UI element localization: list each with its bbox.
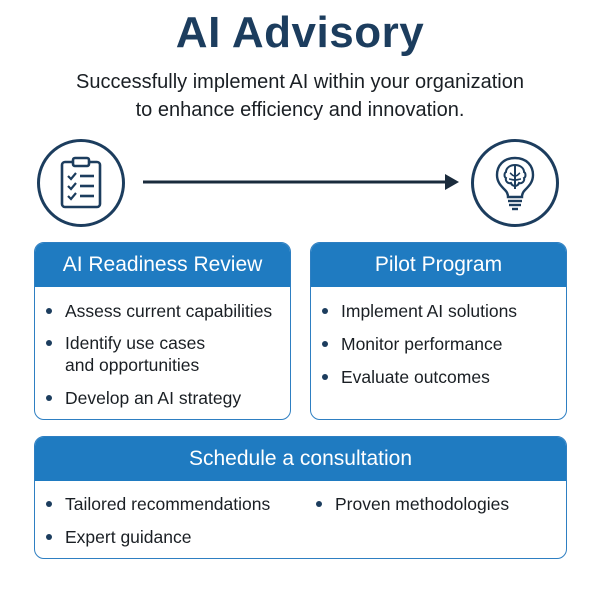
list-item: Evaluate outcomes (311, 366, 517, 388)
clipboard-checklist-icon (37, 139, 125, 227)
arrow-right-icon (143, 174, 459, 190)
list-item: Expert guidance (35, 526, 270, 548)
consultation-list-right: Proven methodologies (305, 493, 509, 515)
list-item: Monitor performance (311, 333, 517, 355)
consultation-card-title: Schedule a consultation (35, 437, 566, 481)
page-title: AI Advisory (175, 8, 425, 57)
brain-lightbulb-icon (471, 139, 559, 227)
readiness-list: Assess current capabilities Identify use… (35, 300, 272, 419)
pilot-list: Implement AI solutions Monitor performan… (311, 300, 517, 399)
list-item: Develop an AI strategy (35, 387, 272, 409)
consultation-list-left: Tailored recommendations Expert guidance (35, 493, 270, 558)
pilot-card-title: Pilot Program (311, 243, 566, 287)
list-item: Proven methodologies (305, 493, 509, 515)
readiness-card: AI Readiness Review Assess current capab… (34, 242, 291, 420)
subtitle-text: Successfully implement AI within your or… (76, 71, 524, 121)
list-item: Implement AI solutions (311, 300, 517, 322)
readiness-card-title: AI Readiness Review (35, 243, 290, 287)
list-item: Tailored recommendations (35, 493, 270, 515)
pilot-card: Pilot Program Implement AI solutions Mon… (310, 242, 567, 420)
list-item: Assess current capabilities (35, 300, 272, 322)
consultation-card: Schedule a consultation Tailored recomme… (34, 436, 567, 559)
page-subtitle: Successfully implement AI within your or… (20, 68, 580, 124)
list-item: Identify use cases and opportunities (35, 332, 272, 376)
